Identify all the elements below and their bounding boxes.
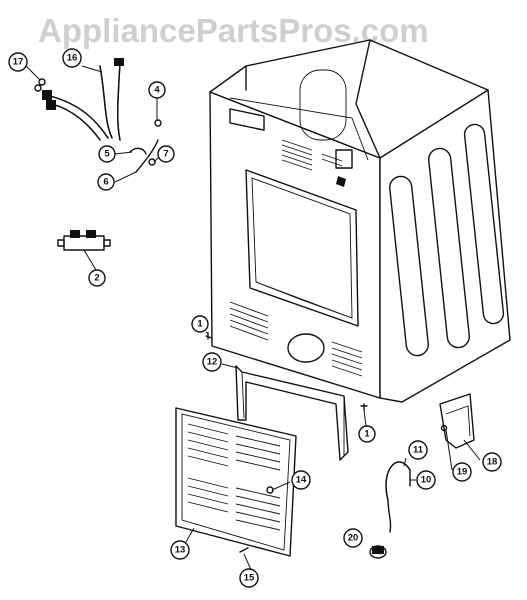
callout-1-bottom: 1	[358, 425, 376, 443]
hose-washers	[34, 78, 46, 92]
svg-text:13: 13	[175, 545, 186, 556]
svg-text:5: 5	[104, 149, 110, 160]
callout-15: 15	[239, 568, 259, 588]
callout-4: 4	[148, 81, 166, 99]
svg-text:4: 4	[154, 85, 160, 96]
watermark-text: AppliancePartsPros.com	[38, 12, 429, 49]
callout-5: 5	[98, 145, 116, 163]
callout-20: 20	[343, 528, 363, 548]
callout-14: 14	[291, 470, 311, 490]
cabinet-side-panel	[379, 89, 511, 403]
part-19-screw	[440, 424, 448, 432]
svg-text:1: 1	[364, 429, 370, 440]
part-18-bracket	[439, 393, 475, 449]
svg-text:16: 16	[67, 53, 78, 64]
base-frame	[235, 365, 349, 461]
part-2-valve	[57, 230, 111, 251]
control-bracket	[335, 149, 353, 169]
door-opening	[245, 169, 359, 327]
part-5-clamp	[129, 147, 147, 155]
part-1-screw-a	[205, 332, 213, 340]
cabinet-top-frame	[209, 39, 381, 159]
svg-text:14: 14	[296, 475, 307, 486]
part-15-screw	[239, 547, 249, 553]
part-20-foot	[369, 545, 387, 559]
front-hole	[287, 333, 325, 363]
svg-text:7: 7	[163, 149, 168, 160]
svg-text:20: 20	[348, 533, 359, 544]
callout-1-top: 1	[191, 315, 209, 333]
part-7-clip	[148, 158, 156, 166]
callout-11: 11	[408, 440, 428, 460]
svg-text:15: 15	[244, 573, 255, 584]
front-top-vents	[281, 139, 343, 171]
callout-2: 2	[88, 269, 106, 287]
svg-text:6: 6	[103, 177, 108, 188]
svg-text:11: 11	[413, 445, 424, 456]
part-1-screw-b	[360, 403, 368, 411]
callout-7: 7	[157, 145, 175, 163]
svg-text:2: 2	[94, 273, 99, 284]
svg-text:12: 12	[207, 357, 218, 368]
fill-hoses	[42, 58, 124, 141]
callout-10: 10	[416, 470, 436, 490]
callout-19: 19	[452, 462, 472, 482]
part-4-washer	[154, 119, 162, 127]
callout-13: 13	[170, 540, 190, 560]
svg-text:17: 17	[13, 57, 24, 68]
svg-text:1: 1	[197, 319, 203, 330]
svg-text:18: 18	[487, 457, 498, 468]
callout-16: 16	[62, 48, 82, 68]
callout-6: 6	[97, 173, 115, 191]
part-6-tube	[135, 139, 159, 173]
front-bottom-vents	[229, 301, 363, 377]
callout-18: 18	[482, 452, 502, 472]
access-panel-vents	[187, 423, 281, 531]
callout-12: 12	[202, 352, 222, 372]
front-access-panel	[175, 407, 297, 557]
svg-text:19: 19	[457, 467, 468, 478]
drain-hose	[385, 461, 411, 533]
cabinet-assembly	[209, 39, 511, 403]
side-panel-ribs	[389, 123, 505, 357]
callout-17: 17	[8, 52, 28, 72]
svg-text:10: 10	[421, 475, 432, 486]
